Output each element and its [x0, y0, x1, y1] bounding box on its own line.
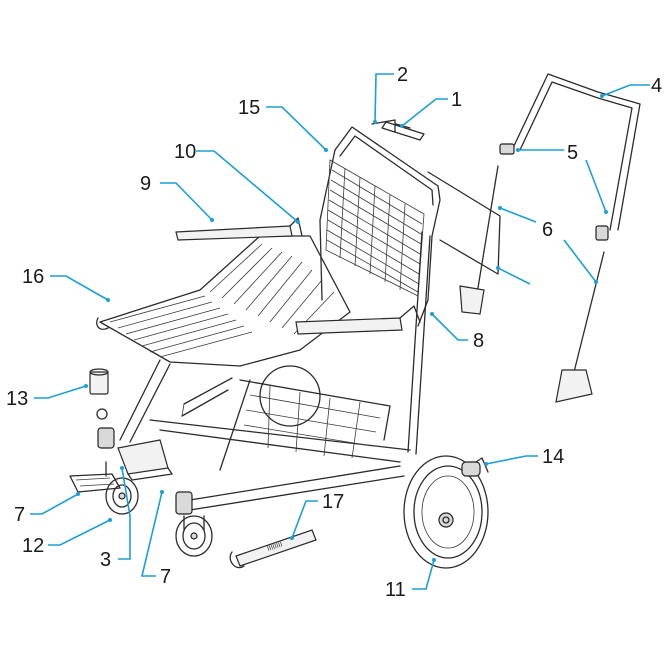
leader-6c [563, 239, 598, 284]
backrest [319, 119, 501, 327]
front-caster-right [175, 491, 213, 557]
wrench: IIIIIIII [229, 529, 317, 569]
leader-2 [373, 73, 394, 124]
leader-4 [600, 84, 650, 98]
leader-8 [430, 312, 468, 341]
leader-1 [400, 98, 448, 128]
leader-3 [118, 466, 131, 560]
wheelchair-line-art: IIIIIIII [69, 73, 641, 569]
callout-numbers: 1 2 3 4 5 6 7 7 8 9 10 11 12 13 14 15 16… [6, 64, 662, 601]
armrests [175, 217, 421, 335]
callout-17: 17 [322, 491, 344, 513]
leader-12 [48, 518, 112, 546]
callout-8: 8 [473, 330, 484, 352]
callout-6: 6 [542, 219, 553, 241]
leader-5b [585, 159, 608, 214]
rear-wheel [403, 455, 489, 569]
leader-14 [484, 455, 538, 466]
leader-6b [496, 266, 531, 285]
leader-5a [516, 148, 564, 152]
leader-16 [50, 275, 110, 302]
callout-15: 15 [238, 97, 260, 119]
leader-17 [290, 500, 318, 540]
brake-rods [459, 165, 605, 403]
callout-16: 16 [22, 266, 44, 288]
callout-14: 14 [542, 446, 564, 468]
callout-9: 9 [140, 173, 151, 195]
leader-11 [412, 558, 436, 590]
callout-11: 11 [385, 579, 406, 601]
leader-13 [34, 384, 88, 399]
footrests [117, 439, 173, 481]
leader-9 [160, 182, 214, 222]
callout-7b: 7 [160, 566, 171, 588]
callout-10: 10 [174, 141, 196, 163]
frame [119, 231, 431, 511]
leader-6a [498, 206, 537, 223]
front-caster-left-exploded [69, 427, 139, 515]
leader-lines [30, 73, 650, 590]
callout-5: 5 [567, 142, 578, 164]
callout-4: 4 [651, 75, 662, 97]
callout-1: 1 [451, 89, 462, 111]
seat [96, 235, 351, 367]
push-handle [499, 73, 641, 241]
leader-10 [196, 150, 300, 224]
leader-7b [140, 490, 164, 577]
caps-and-nut [89, 368, 109, 420]
backrest-mesh [326, 167, 423, 293]
wrench-stamp: IIIIIIII [266, 541, 283, 552]
leader-15 [266, 106, 328, 152]
callout-13: 13 [6, 388, 28, 410]
callout-12: 12 [22, 535, 44, 557]
callout-3: 3 [100, 549, 111, 571]
callout-2: 2 [397, 64, 408, 86]
callout-7a: 7 [14, 504, 25, 526]
leader-7a [30, 492, 80, 515]
